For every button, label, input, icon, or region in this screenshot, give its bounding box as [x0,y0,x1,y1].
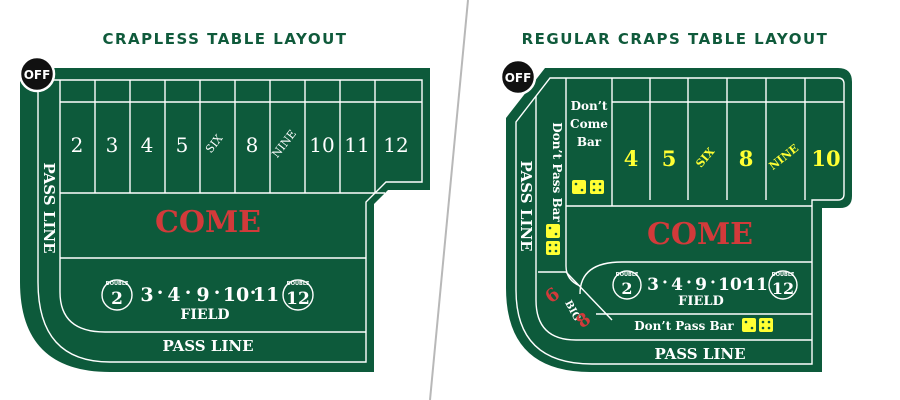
crapless-number-10[interactable]: 10 [309,133,334,157]
regular-field[interactable]: DOUBLE 2 3 · 4 · 9 · 10 · 11 DOUBLE 12 F… [612,270,798,309]
regular-dont-pass-bar-side[interactable]: Don’t Pass Bar [550,122,564,222]
crapless-come[interactable]: COME [155,205,261,240]
crapless-field-right-number: 12 [286,289,310,309]
crapless-field-double-2-label: DOUBLE [106,281,129,287]
regular-number-dividers [649,78,806,200]
regular-number-10[interactable]: 10 [811,146,840,171]
crapless-title: CRAPLESS TABLE LAYOUT [103,30,348,48]
crapless-inner-border [37,79,423,363]
crapless-field-double-2-ring [101,279,133,311]
regular-field-double-2-ring [612,270,642,300]
regular-come[interactable]: COME [647,217,753,252]
regular-off-label: OFF [505,71,532,85]
regular-field-dot: · [662,273,668,293]
regular-number-4[interactable]: 4 [624,146,639,171]
crapless-number-12[interactable]: 12 [383,133,408,157]
crapless-field-number-9: 9 [196,284,209,306]
regular-dont-come-dice-icon [572,180,604,194]
crapless-field-double-12-ring [282,279,314,311]
regular-dont-pass-bar-bottom[interactable]: Don’t Pass Bar [634,319,734,333]
crapless-felt [20,68,430,372]
crapless-field-number-10: 10 [223,284,249,306]
regular-field-number-3: 3 [647,275,659,295]
regular-dont-come-line-3[interactable]: Bar [577,135,602,149]
regular-dont-come-line-1[interactable]: Don’t [571,99,608,113]
crapless-field-dot: · [250,282,257,304]
regular-number-8[interactable]: 8 [739,146,754,171]
regular-side-dice-icon [546,224,560,255]
crapless-field-number-11: 11 [253,284,279,306]
crapless-number-2[interactable]: 2 [71,133,84,157]
crapless-pass-line-boundary [59,80,366,333]
crapless-pass-line-side[interactable]: PASS LINE [40,162,58,253]
crapless-field[interactable]: DOUBLE 2 3 · 4 · 9 · 10 · 11 DOUBLE 12 F… [101,279,314,323]
center-divider [429,0,469,400]
regular-field-number-4: 4 [671,275,683,295]
regular-number-5[interactable]: 5 [662,146,677,171]
regular-pass-line-boundary [535,96,812,341]
regular-bottom-dice-icon [742,318,773,332]
crapless-field-label: FIELD [180,307,229,323]
regular-field-number-10: 10 [718,275,742,295]
crapless-field-dot: · [185,282,192,304]
crapless-field-number-3: 3 [140,284,153,306]
regular-pass-line-side[interactable]: PASS LINE [517,160,535,251]
regular-off-puck: OFF [499,58,537,96]
crapless-number-4[interactable]: 4 [141,133,154,157]
crapless-number-8[interactable]: 8 [246,133,259,157]
regular-field-number-11: 11 [744,275,768,295]
crapless-number-5[interactable]: 5 [176,133,189,157]
regular-table: Don’t Come Bar 4 5 SIX 8 NINE 10 Don’t P… [499,58,852,372]
regular-field-right-number: 12 [772,279,794,298]
regular-field-double-2-label: DOUBLE [616,272,639,278]
regular-field-boundary [579,261,812,295]
crapless-field-dot: · [214,282,221,304]
crapless-number-3[interactable]: 3 [106,133,119,157]
regular-field-dot: · [710,273,716,293]
crapless-field-left-number: 2 [111,289,123,309]
regular-field-number-9: 9 [695,275,707,295]
regular-field-double-12-label: DOUBLE [772,272,795,278]
crapless-pass-line-bottom[interactable]: PASS LINE [162,337,253,355]
crapless-field-double-12-label: DOUBLE [287,281,310,287]
regular-field-double-12-ring [768,270,798,300]
regular-field-left-number: 2 [621,279,632,298]
crapless-field-dot: · [157,282,164,304]
regular-pass-line-bottom[interactable]: PASS LINE [654,345,745,363]
regular-inner-border [515,77,845,365]
regular-field-dot: · [686,273,692,293]
regular-field-dot: · [742,273,748,293]
crapless-off-puck: OFF [18,55,56,93]
crapless-table: 2 3 4 5 SIX 8 NINE 10 11 12 PASS LINE CO… [18,55,430,372]
crapless-number-dividers [94,80,376,193]
regular-title: REGULAR CRAPS TABLE LAYOUT [522,30,829,48]
crapless-number-11[interactable]: 11 [344,133,369,157]
regular-big-area [538,271,613,321]
regular-field-label: FIELD [678,294,724,309]
crapless-field-number-4: 4 [167,284,180,306]
crapless-off-label: OFF [24,68,51,82]
regular-dont-come-line-2[interactable]: Come [570,117,608,131]
